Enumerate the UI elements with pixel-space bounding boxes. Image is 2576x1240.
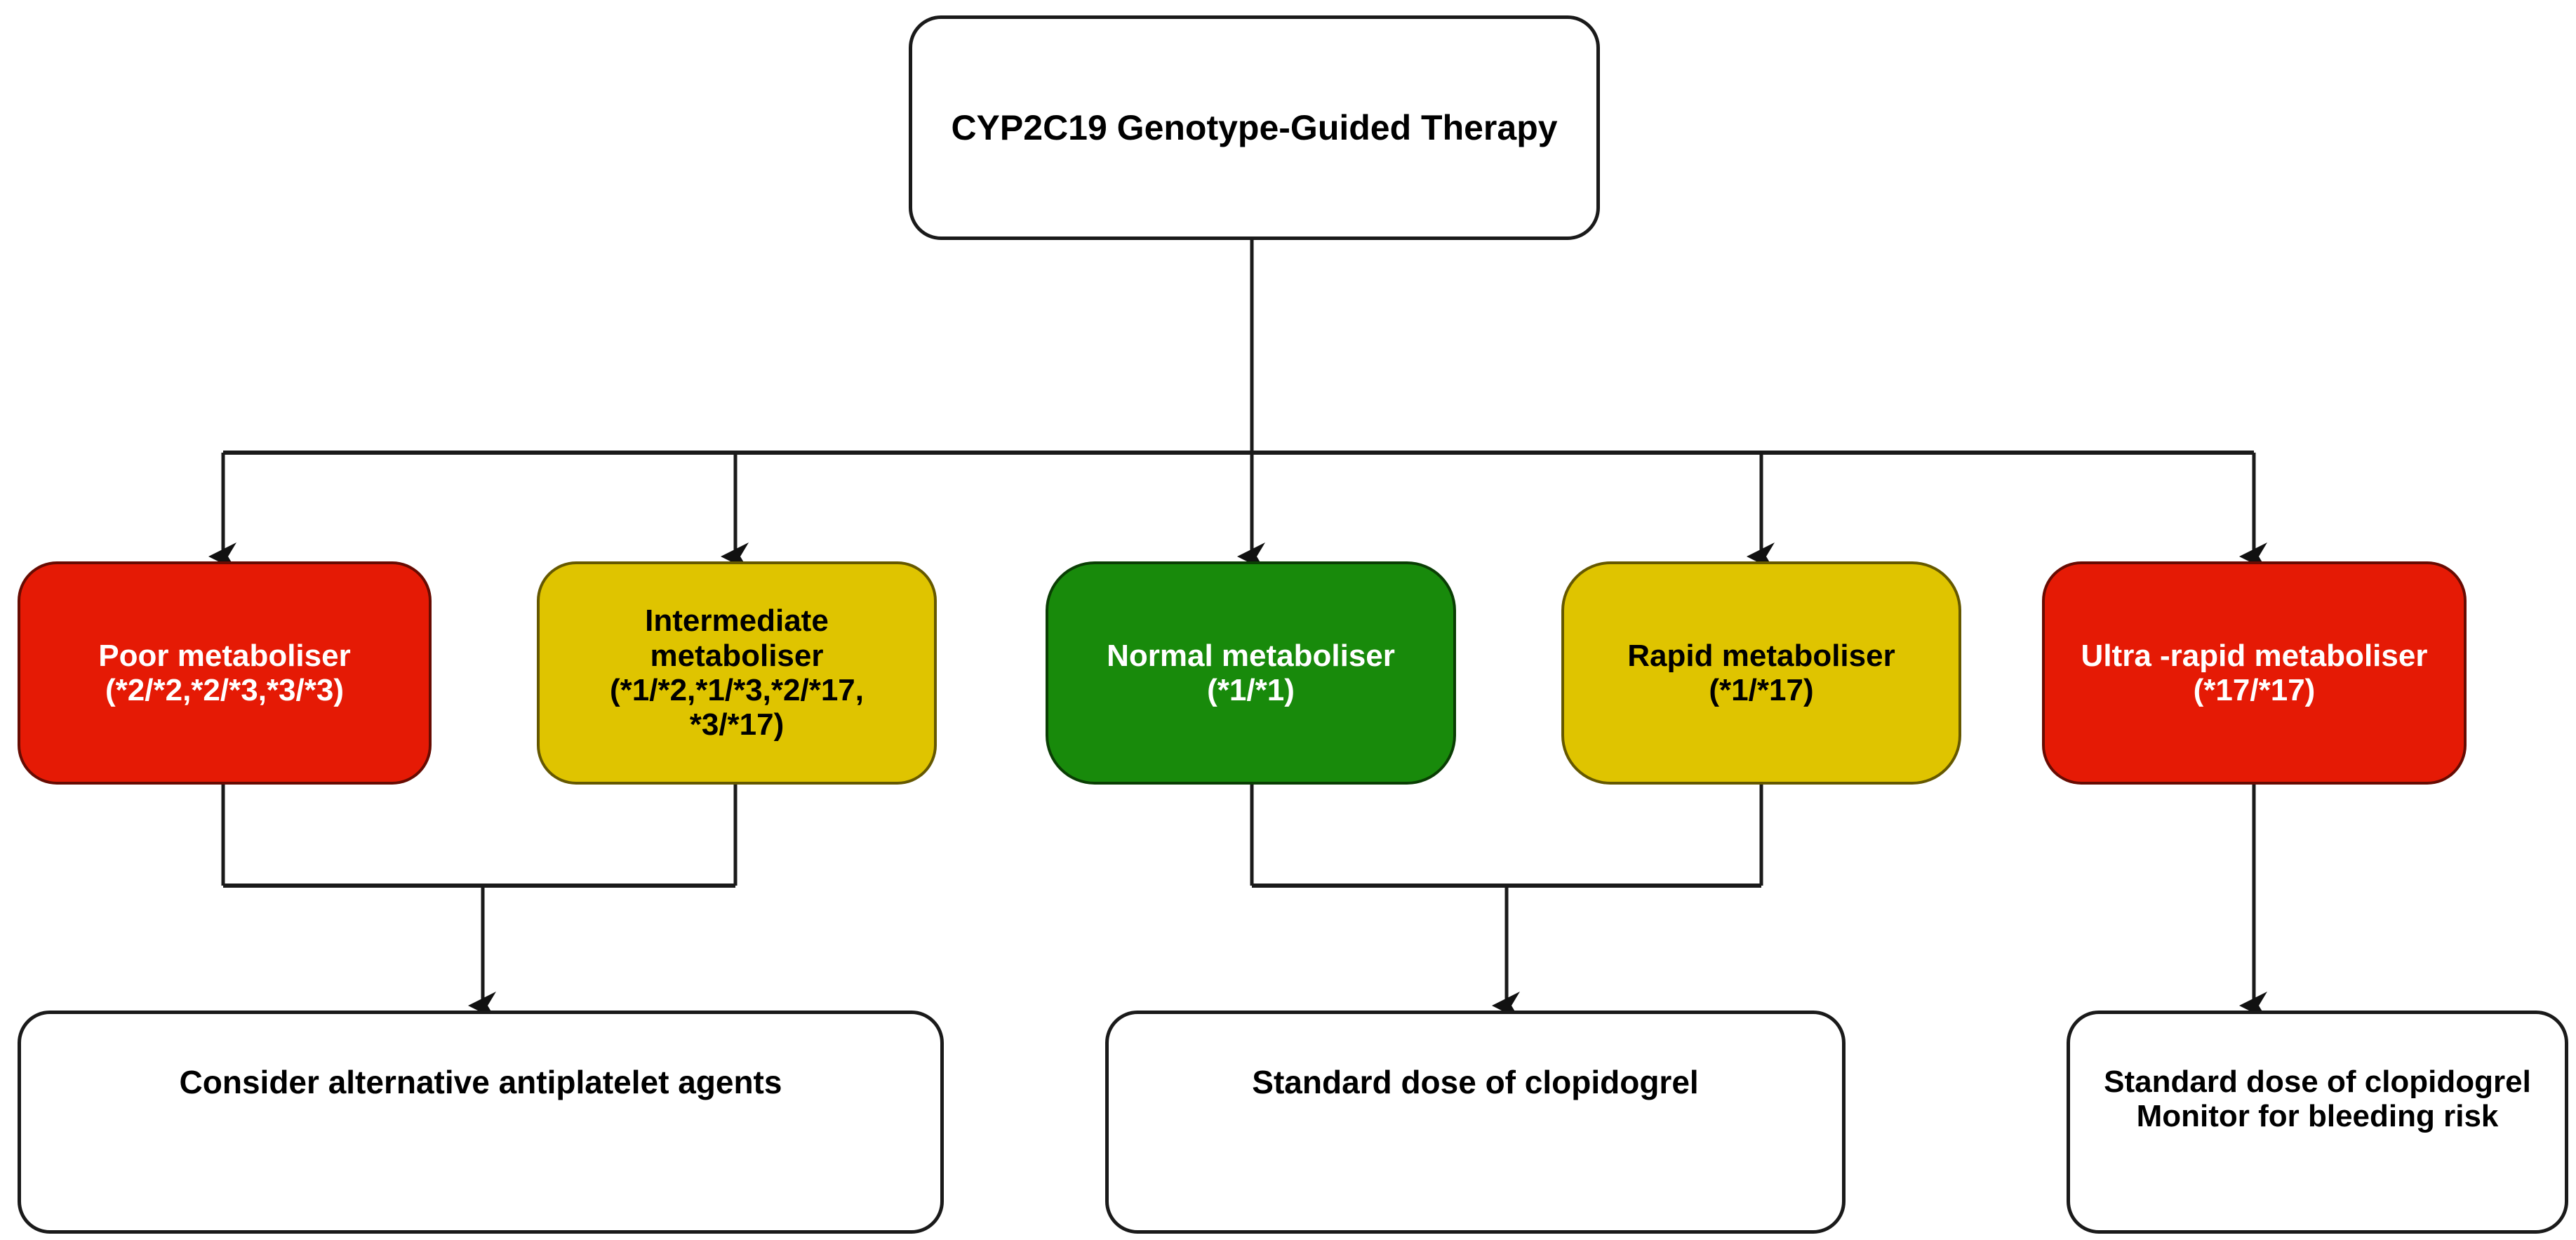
node-intermediate-metaboliser-label: Intermediate metaboliser (*1/*2,*1/*3,*2…	[609, 604, 865, 742]
node-outcome-standard-dose[interactable]: Standard dose of clopidogrel	[1105, 1011, 1846, 1234]
node-ultra-rapid-metaboliser[interactable]: Ultra -rapid metaboliser (*17/*17)	[2042, 561, 2467, 785]
node-outcome-alternative-agents-label: Consider alternative antiplatelet agents	[179, 1064, 782, 1100]
node-outcome-standard-dose-monitor-label: Standard dose of clopidogrel Monitor for…	[2104, 1065, 2531, 1134]
node-normal-metaboliser-label: Normal metaboliser (*1/*1)	[1107, 638, 1395, 707]
node-outcome-standard-dose-monitor[interactable]: Standard dose of clopidogrel Monitor for…	[2067, 1011, 2568, 1234]
node-ultra-rapid-metaboliser-label: Ultra -rapid metaboliser (*17/*17)	[2081, 638, 2428, 707]
node-outcome-standard-dose-label: Standard dose of clopidogrel	[1252, 1064, 1699, 1100]
node-intermediate-metaboliser[interactable]: Intermediate metaboliser (*1/*2,*1/*3,*2…	[537, 561, 937, 785]
node-rapid-metaboliser[interactable]: Rapid metaboliser (*1/*17)	[1561, 561, 1961, 785]
node-root-therapy[interactable]: CYP2C19 Genotype-Guided Therapy	[909, 15, 1600, 240]
node-normal-metaboliser[interactable]: Normal metaboliser (*1/*1)	[1046, 561, 1456, 785]
node-root-label: CYP2C19 Genotype-Guided Therapy	[951, 108, 1558, 147]
node-poor-metaboliser[interactable]: Poor metaboliser (*2/*2,*2/*3,*3/*3)	[18, 561, 432, 785]
node-outcome-alternative-agents[interactable]: Consider alternative antiplatelet agents	[18, 1011, 944, 1234]
node-rapid-metaboliser-label: Rapid metaboliser (*1/*17)	[1627, 638, 1895, 707]
node-poor-metaboliser-label: Poor metaboliser (*2/*2,*2/*3,*3/*3)	[98, 638, 351, 707]
